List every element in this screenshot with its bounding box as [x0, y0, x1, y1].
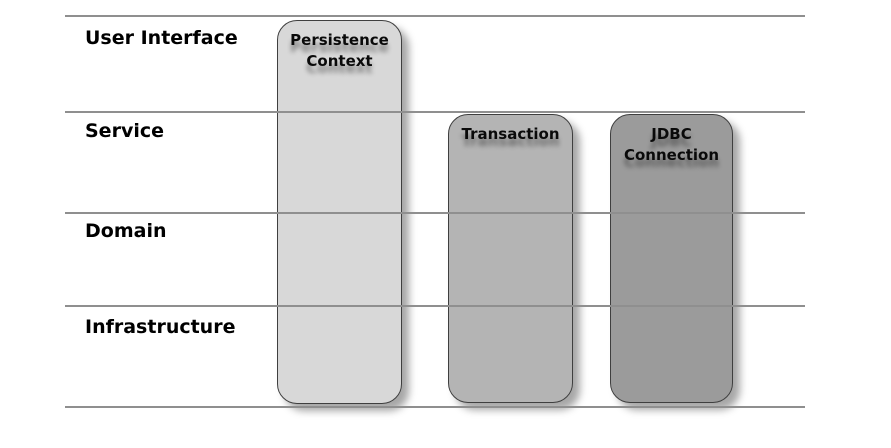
pill-jdbc-connection-label: JDBC Connection [623, 125, 720, 164]
pill-transaction: Transaction [448, 114, 573, 403]
layer-label-domain: Domain [85, 220, 167, 242]
layer-divider-line-bottom [65, 406, 805, 408]
layer-divider-line-service [65, 111, 805, 113]
layer-divider-line-infrastructure [65, 305, 805, 307]
layer-label-infrastructure: Infrastructure [85, 316, 236, 338]
layer-divider-line-domain [65, 212, 805, 214]
pill-persistence-context-label: Persistence Context [290, 31, 389, 70]
layer-label-user-interface: User Interface [85, 27, 238, 49]
pill-transaction-label: Transaction [461, 125, 560, 143]
pill-jdbc-connection: JDBC Connection [610, 114, 733, 403]
layer-divider-line-top [65, 15, 805, 17]
layer-label-service: Service [85, 120, 164, 142]
